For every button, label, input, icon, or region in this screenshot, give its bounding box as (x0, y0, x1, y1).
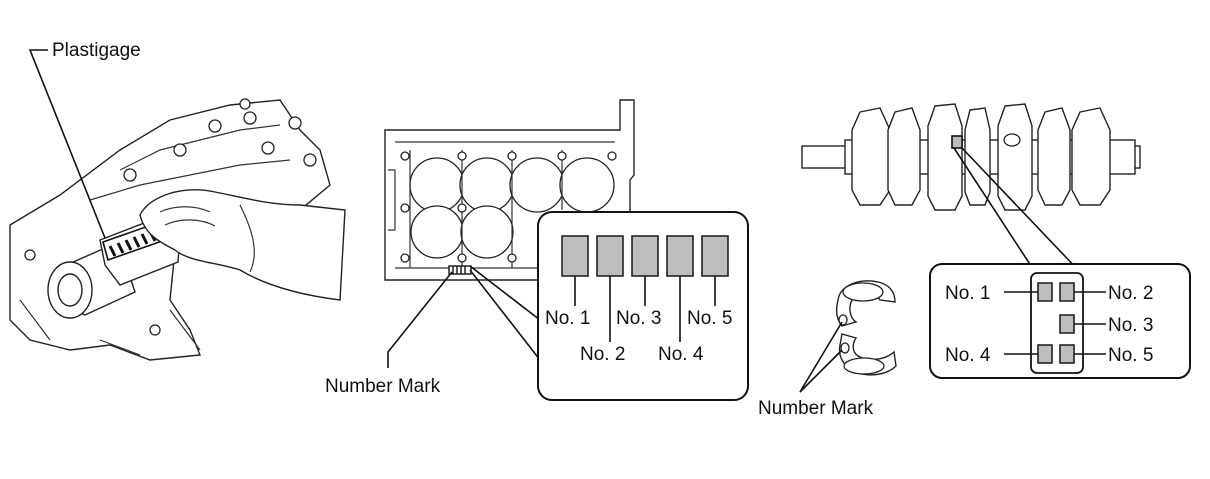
crank-mark-no2 (1059, 282, 1075, 302)
block-label-no2: No. 2 (580, 344, 625, 365)
block-callout-box: No. 1 No. 3 No. 5 No. 2 No. 4 (537, 211, 749, 401)
crank-label-no1: No. 1 (945, 283, 990, 304)
block-number-mark-leader-line (387, 271, 453, 368)
block-label-no5: No. 5 (687, 308, 732, 329)
block-number-mark-label: Number Mark (325, 376, 441, 397)
crank-mark-no3 (1059, 314, 1075, 334)
block-mark-no2 (596, 235, 624, 277)
block-mark-no1 (561, 235, 589, 277)
crank-mark-no1 (1037, 282, 1053, 302)
crank-mark-no5 (1059, 344, 1075, 364)
block-label-no3: No. 3 (616, 308, 661, 329)
block-label-no4: No. 4 (658, 344, 704, 365)
crank-label-no5: No. 5 (1108, 345, 1153, 366)
block-mark-no3 (631, 235, 659, 277)
crank-label-no3: No. 3 (1108, 315, 1153, 336)
crank-zoom-lines (953, 147, 1081, 273)
crank-callout-box: No. 1 No. 2 No. 3 No. 4 No. 5 (929, 263, 1191, 379)
engine-plastigage-illustration (9, 98, 346, 361)
crank-mark-no4 (1037, 344, 1053, 364)
crank-number-mark-spot (951, 135, 963, 149)
crank-label-no2: No. 2 (1108, 283, 1153, 304)
block-mark-no4 (666, 235, 694, 277)
plastigage-label: Plastigage (52, 40, 141, 61)
crankshaft-illustration (801, 103, 1141, 211)
block-label-no1: No. 1 (545, 308, 590, 329)
block-mark-no5 (701, 235, 729, 277)
bearing-number-mark-leader-lines (799, 321, 843, 393)
bearing-number-mark-label: Number Mark (758, 398, 874, 419)
crank-label-no4: No. 4 (945, 345, 991, 366)
bearing-shells-illustration (835, 280, 897, 376)
block-zoom-lines (469, 265, 541, 361)
plastigage-leader-line (28, 49, 106, 239)
